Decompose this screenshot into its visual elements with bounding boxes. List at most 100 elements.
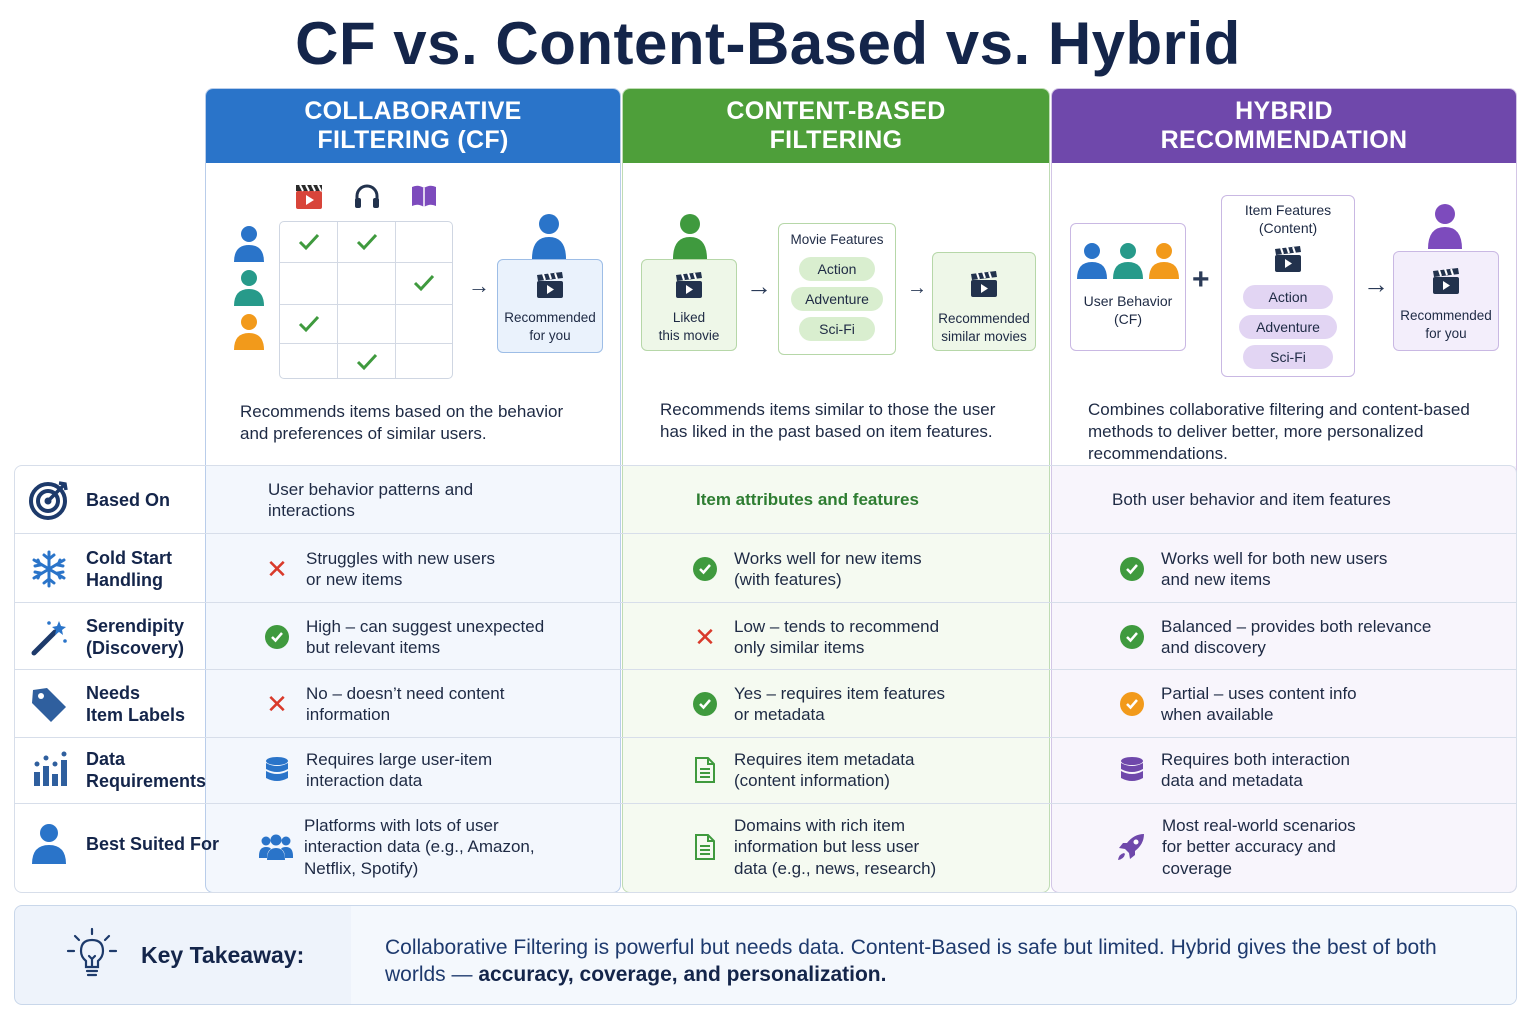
item-features-box: Item Features(Content) Action Adventure … [1221, 195, 1355, 377]
cell-text: and discovery [1161, 638, 1266, 657]
user-avatar-blue [232, 225, 266, 268]
rocket-icon [1116, 834, 1146, 860]
cell-text: Requires large user-item [306, 749, 493, 769]
row-label-based-on: Based On [28, 478, 170, 522]
movie-clapper-icon [294, 181, 324, 216]
cell-text: High – can suggest unexpected [306, 616, 545, 636]
cell-text: Works well for new items [734, 548, 922, 568]
cell-text: information but less user [734, 837, 920, 857]
user-item-matrix [279, 221, 453, 379]
header-line: RECOMMENDATION [1160, 126, 1408, 154]
feature-pill: Action [1243, 285, 1333, 309]
cell-text: (with features) [734, 570, 842, 589]
cell-text: interaction data [306, 771, 423, 790]
cell-text: Item attributes and features [696, 490, 919, 510]
row-label-text: Based On [86, 490, 171, 510]
row-label-text: Best Suited For [86, 834, 220, 854]
check-circle-icon [265, 625, 289, 649]
header-line: CONTENT-BASED [726, 97, 946, 125]
check-icon [298, 315, 320, 333]
takeaway-label: Key Takeaway: [141, 942, 305, 968]
user-behavior-label: (CF) [1114, 311, 1142, 327]
recommended-label: Recommended [1400, 308, 1492, 323]
plus-icon: + [1192, 263, 1210, 296]
feature-pill: Sci-Fi [799, 317, 875, 341]
lightbulb-icon [65, 926, 119, 991]
cell-cf-serendipity: High – can suggest unexpected but relevan… [264, 615, 544, 659]
cell-text: Platforms with lots of user [304, 815, 499, 835]
row-label-text: Needs [86, 683, 141, 703]
user-group-icon [1071, 242, 1185, 280]
recommended-for-you-box: Recommended for you [1393, 251, 1499, 351]
database-icon [264, 757, 290, 783]
row-label-text: Item Labels [86, 705, 186, 725]
recommended-label: for you [1425, 326, 1467, 341]
feature-pill: Action [799, 257, 875, 281]
cell-text: or new items [306, 570, 403, 589]
snowflake-icon [28, 548, 70, 590]
header-line: COLLABORATIVE [304, 97, 522, 125]
cell-text: Balanced – provides both relevance [1161, 616, 1432, 636]
user-avatar-teal [232, 269, 266, 312]
cell-text: Partial – uses content info [1161, 683, 1357, 703]
cf-description: Recommends items based on the behavior a… [240, 402, 564, 443]
recommended-label: for you [529, 328, 571, 343]
cell-cf-data-requirements: Requires large user-item interaction data [264, 748, 492, 792]
check-circle-icon [1120, 557, 1144, 581]
partial-check-icon [1120, 692, 1144, 716]
movie-features-box: Movie Features Action Adventure Sci-Fi [778, 223, 896, 355]
arrow-right-icon: → [1363, 269, 1389, 299]
comparison-table [14, 465, 1517, 893]
cell-text: and new items [1161, 570, 1271, 589]
book-icon [409, 181, 439, 216]
recommended-for-you-box: Recommended for you [497, 259, 603, 353]
clapperboard-icon [642, 270, 736, 305]
cell-text: but relevant items [306, 638, 441, 657]
cell-text: Struggles with new users [306, 548, 495, 568]
liked-label: this movie [658, 328, 720, 343]
takeaway-text: Collaborative Filtering is powerful but … [385, 934, 1485, 988]
cell-text: Requires both interaction [1161, 749, 1351, 769]
page-title: CF vs. Content-Based vs. Hybrid [295, 10, 1241, 77]
cell-text: data and metadata [1161, 771, 1303, 790]
row-label-text: Requirements [86, 771, 207, 791]
cell-text: Netflix, Spotify) [304, 858, 419, 878]
user-behavior-box: User Behavior(CF) [1070, 223, 1186, 351]
document-icon [692, 834, 718, 860]
cell-hy-serendipity: Balanced – provides both relevance and di… [1119, 615, 1431, 659]
liked-label: Liked [672, 310, 706, 325]
recommended-label: Recommended [504, 310, 596, 325]
cell-text: or metadata [734, 705, 825, 724]
cell-text: Requires item metadata [734, 749, 915, 769]
row-label-text: (Discovery) [86, 638, 185, 658]
arrow-right-icon: → [468, 273, 490, 298]
cell-text: Domains with rich item [734, 815, 905, 835]
row-label-best-suited-for: Best Suited For [28, 822, 219, 866]
check-circle-icon [693, 557, 717, 581]
cf-illustration: → Recommended for you Recommends items ba… [206, 163, 620, 466]
document-icon [692, 757, 718, 783]
features-title: Movie Features [790, 232, 884, 247]
feature-pill: Adventure [791, 287, 883, 311]
cell-hy-based-on: Both user behavior and item features [1112, 478, 1391, 522]
person-icon [28, 823, 70, 865]
cell-text: User behavior patterns and [268, 479, 474, 499]
recommended-label: Recommended [938, 311, 1030, 326]
magic-wand-icon [28, 616, 70, 658]
cell-cb-based-on: Item attributes and features [696, 478, 919, 522]
row-label-text: Handling [86, 570, 163, 590]
cell-text: Most real-world scenarios [1162, 815, 1356, 835]
hybrid-description: Combines collaborative filtering and con… [1088, 400, 1470, 463]
cell-text: information [306, 705, 391, 724]
cell-hy-data-requirements: Requires both interaction data and metada… [1119, 748, 1350, 792]
